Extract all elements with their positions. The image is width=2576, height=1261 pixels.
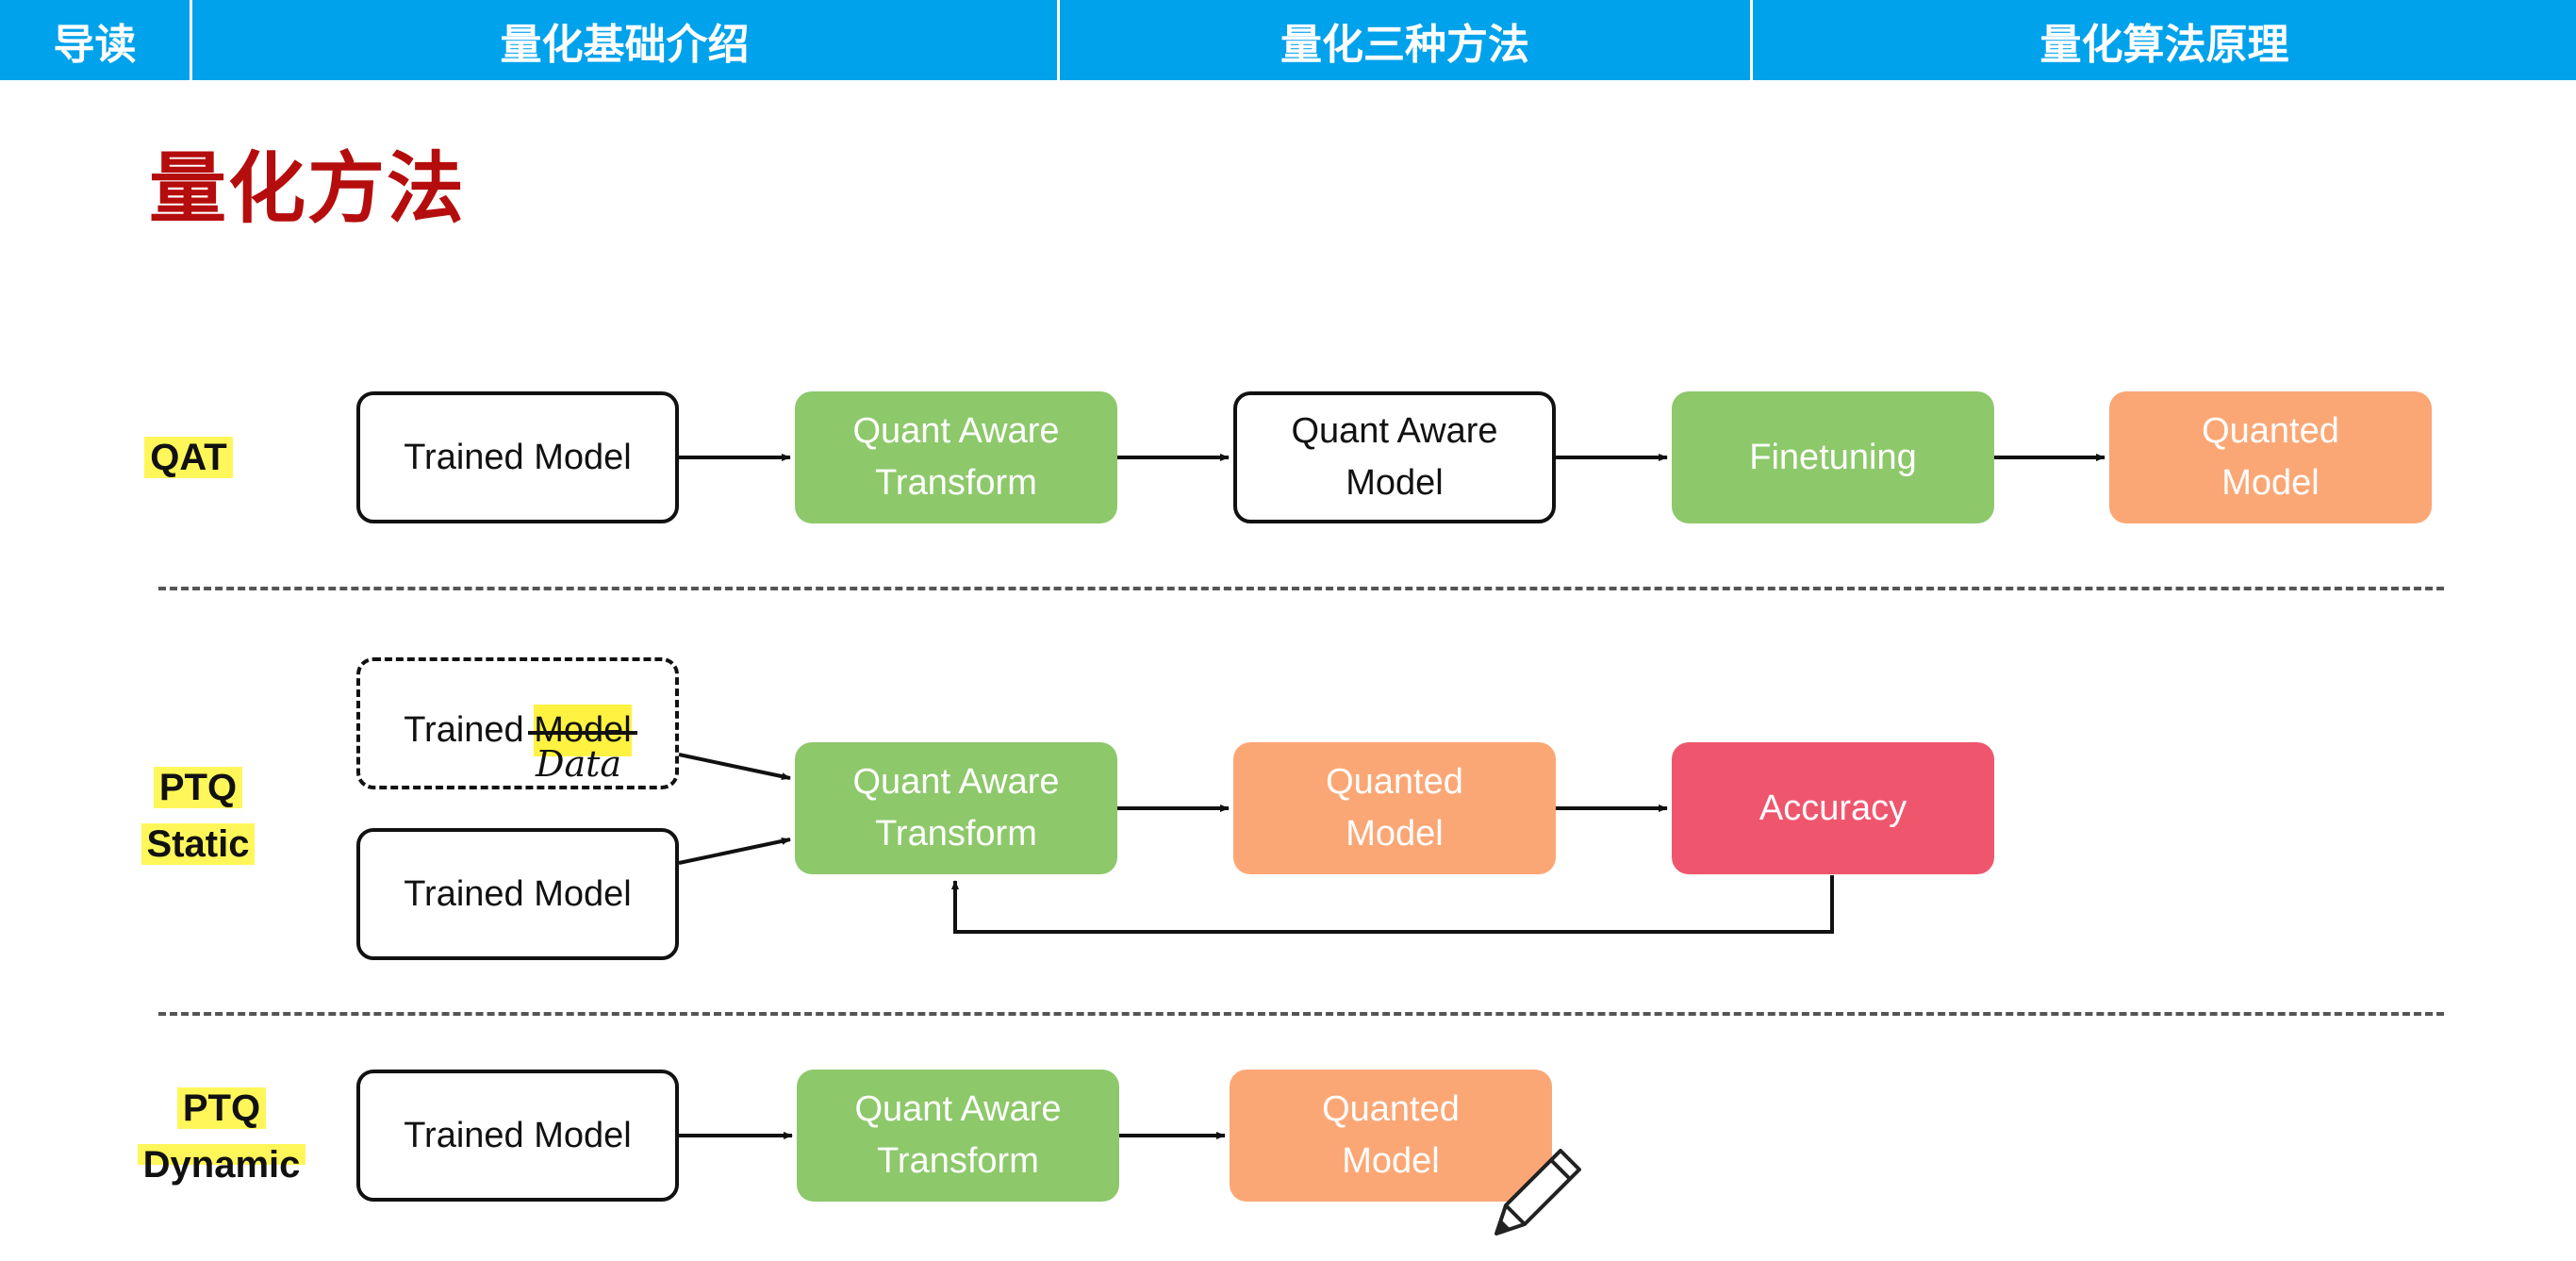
ptq-static-struck-word: Model <box>528 705 637 756</box>
row-label-qat: QAT <box>132 429 245 486</box>
row-label-ptq-dynamic-line1: PTQ <box>176 1087 267 1129</box>
row-label-ptq-static: PTQ Static <box>127 759 269 872</box>
nav-tab-three-methods[interactable]: 量化三种方法 <box>1060 0 1753 80</box>
arrow-static-feedback <box>951 875 1834 934</box>
qat-quant-aware-model-box: Quant Aware Model <box>1233 391 1556 523</box>
ptq-static-trained-prefix: Trained <box>404 710 535 750</box>
pencil-icon <box>1494 1149 1581 1236</box>
ptq-static-accuracy-box: Accuracy <box>1672 742 1994 874</box>
qat-finetuning-box: Finetuning <box>1672 391 1994 523</box>
row-label-ptq-dynamic: PTQ Dynamic <box>132 1080 311 1193</box>
ptq-static-quant-aware-transform-box: Quant Aware Transform <box>795 742 1117 874</box>
nav-tab-basics[interactable]: 量化基础介绍 <box>192 0 1060 80</box>
qat-quant-aware-transform-box: Quant Aware Transform <box>795 391 1117 523</box>
arrow-static-model-to-transform <box>678 837 791 865</box>
handwritten-data-note: Data <box>536 743 622 785</box>
ptq-dynamic-quant-aware-transform-box: Quant Aware Transform <box>797 1070 1119 1202</box>
qat-quanted-model-box: Quanted Model <box>2109 391 2432 523</box>
ptq-dynamic-trained-model-box: Trained Model <box>356 1070 679 1202</box>
ptq-static-quanted-model-box: Quanted Model <box>1233 742 1556 874</box>
row-label-ptq-static-line2: Static <box>140 823 256 865</box>
divider-2 <box>158 1012 2444 1016</box>
nav-tab-intro[interactable]: 导读 <box>0 0 192 80</box>
qat-trained-model-box: Trained Model <box>356 391 679 523</box>
ptq-dynamic-quanted-model-box: Quanted Model <box>1230 1070 1552 1202</box>
ptq-static-trained-data-box: Trained Model <box>356 657 679 789</box>
nav-tab-algorithm-principles[interactable]: 量化算法原理 <box>2039 20 2289 69</box>
ptq-static-trained-model-box: Trained Model <box>356 828 679 960</box>
row-label-ptq-static-line1: PTQ <box>153 767 243 808</box>
divider-1 <box>158 587 2444 590</box>
top-nav: 导读 量化基础介绍 量化三种方法 量化算法原理 <box>0 0 2576 80</box>
slide-title: 量化方法 <box>149 144 467 234</box>
row-label-qat-text: QAT <box>144 437 233 478</box>
row-label-ptq-dynamic-line2: Dynamic <box>137 1144 306 1186</box>
arrow-static-data-to-transform <box>678 753 791 781</box>
